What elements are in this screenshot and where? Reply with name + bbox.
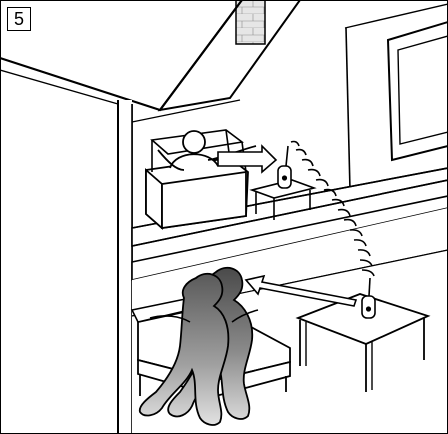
panel-border [0,0,448,434]
illustration-panel: 5 [0,0,448,434]
